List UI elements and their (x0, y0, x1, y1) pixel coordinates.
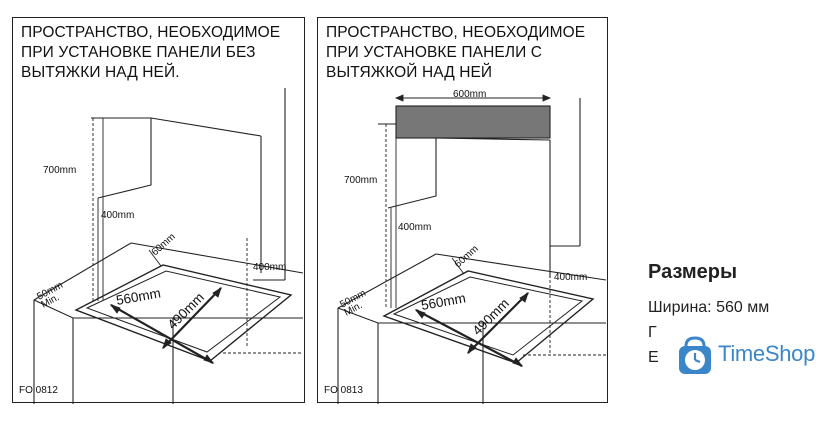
dim-front-gap: 50mmMin. (35, 280, 69, 311)
dim-cabinet-clearance: 400mm (101, 210, 134, 221)
figure-code: FO 0812 (19, 385, 58, 396)
badge-text: TimeShop (718, 341, 816, 366)
dim-hood-height: 700mm (344, 175, 377, 186)
dim-back-gap: 60mm (150, 231, 178, 258)
diagram-panel-left: ПРОСТРАНСТВО, НЕОБХОДИМОЕ ПРИ УСТАНОВКЕ … (12, 17, 305, 404)
specs-section: Размеры Ширина: 560 мм Г E TimeShop (622, 255, 834, 405)
range-hood (395, 105, 551, 139)
dim-side-wall: 400mm (554, 272, 587, 283)
countertop-front (33, 299, 303, 319)
dim-cabinet-clearance: 400mm (398, 222, 431, 233)
panel-title: ПРОСТРАНСТВО, НЕОБХОДИМОЕ ПРИ УСТАНОВКЕ … (326, 24, 586, 81)
installation-diagram-no-hood: 700mm 400mm 400mm 60mm 50mmMin. 560mm 49… (33, 88, 304, 404)
dim-cutout-width: 560mm (115, 285, 162, 308)
cabinet-outline (387, 138, 437, 209)
spec-width: Ширина: 560 мм (648, 299, 770, 316)
figure-code: FO 0813 (324, 385, 363, 396)
specs-title: Размеры (648, 261, 738, 283)
panel-title: ПРОСТРАНСТВО, НЕОБХОДИМОЕ ПРИ УСТАНОВКЕ … (21, 24, 281, 81)
cabinet-outline (91, 117, 152, 199)
clock-bag-icon (679, 336, 711, 374)
spec-depth: Г (648, 324, 657, 341)
installation-diagram-with-hood: 600mm 700mm 400mm 400mm 60mm 50mmMin. 56… (337, 89, 607, 404)
dim-side-wall: 400mm (253, 262, 286, 273)
dim-hood-width: 600mm (453, 89, 486, 100)
spec-height: E (648, 349, 659, 366)
timeshop-badge[interactable]: TimeShop (670, 331, 834, 379)
diagram-panel-right: ПРОСТРАНСТВО, НЕОБХОДИМОЕ ПРИ УСТАНОВКЕ … (317, 17, 608, 404)
dim-hood-height: 700mm (43, 165, 76, 176)
